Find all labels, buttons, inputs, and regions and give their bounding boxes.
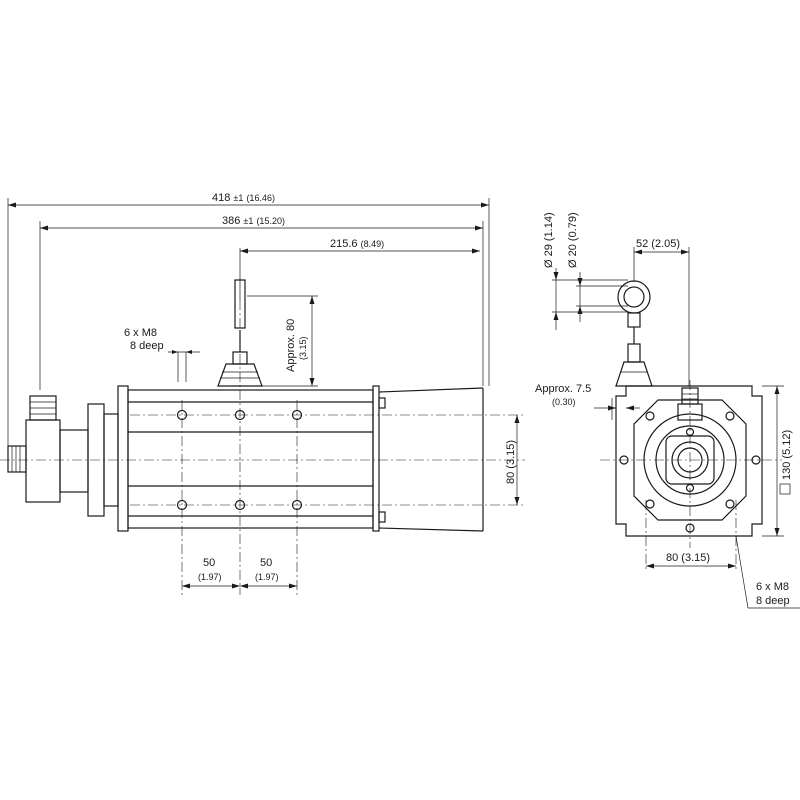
cable-height-inch: (3.15) — [298, 336, 308, 360]
thread-callout-side: 6 x M8 8 deep — [124, 327, 200, 382]
thread-depth-end: 8 deep — [756, 595, 790, 607]
height-text: 80 (3.15) — [505, 440, 517, 484]
hole-pitch-2-inch: (1.97) — [255, 572, 279, 582]
hole-pitch-1-inch: (1.97) — [198, 572, 222, 582]
dim-cable-offset: 215.6 (8.49) — [239, 238, 480, 300]
cable-offset-text: 215.6 (8.49) — [330, 238, 384, 250]
wall-offset-text: Approx. 7.5 — [535, 383, 591, 395]
ring-inner-dia: Ø 20 (0.79) — [567, 212, 579, 268]
thread-qty-end: 6 x M8 — [756, 581, 789, 593]
hole-pitch-2: 50 — [260, 557, 272, 569]
thread-callout-end: 6 x M8 8 deep — [735, 535, 800, 609]
body-length-text: 386 ±1 (15.20) — [222, 215, 285, 227]
ring-outer-dia: Ø 29 (1.14) — [543, 212, 555, 268]
centerlines-end — [600, 380, 782, 572]
thread-qty-side: 6 x M8 — [124, 327, 157, 339]
end-view: Ø 29 (1.14) Ø 20 (0.79) 52 (2.05) — [535, 212, 800, 609]
dim-overall-length: 418 ±1 (16.46) — [7, 192, 490, 450]
thread-depth-side: 8 deep — [130, 340, 164, 352]
dim-wall-offset: Approx. 7.5 (0.30) — [535, 383, 640, 420]
hole-spacing-text: 80 (3.15) — [666, 552, 710, 564]
dim-height: 80 (3.15) — [505, 415, 520, 505]
encoder-assembly — [7, 395, 119, 517]
end-housing — [615, 385, 763, 537]
dim-ring-diameters: Ø 29 (1.14) Ø 20 (0.79) — [543, 212, 628, 330]
wall-offset-inch: (0.30) — [552, 397, 576, 407]
dim-body-length: 386 ±1 (15.20) — [39, 215, 484, 390]
dim-ring-offset: 52 (2.05) — [633, 238, 690, 386]
ring-offset-text: 52 (2.05) — [636, 238, 680, 250]
dim-hole-spacing: 80 (3.15) — [646, 552, 736, 569]
cable-height-text: Approx. 80 — [285, 319, 297, 372]
cable-ring-end — [615, 280, 653, 387]
dim-square-size: 130 (5.12) □ — [762, 385, 793, 537]
dim-hole-pitch: 50 (1.97) 50 (1.97) — [182, 557, 297, 589]
overall-length-text: 418 ±1 (16.46) — [212, 192, 275, 204]
square-size-text: 130 (5.12) — [781, 430, 793, 480]
centerlines-side — [0, 300, 525, 595]
side-view: 418 ±1 (16.46) 386 ±1 (15.20) 215.6 (8.4… — [0, 192, 525, 595]
hole-pitch-1: 50 — [203, 557, 215, 569]
dim-cable-height: Approx. 80 (3.15) — [247, 295, 318, 387]
housing-body — [117, 385, 484, 532]
